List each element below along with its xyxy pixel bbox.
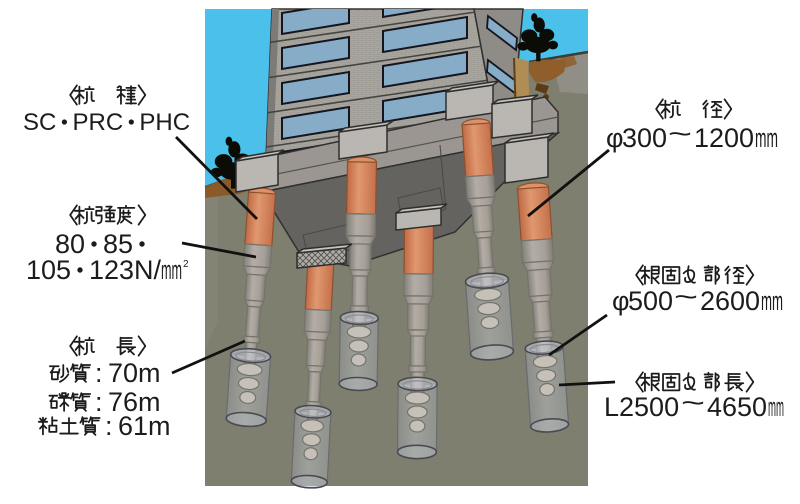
- svg-text:2: 2: [183, 259, 189, 270]
- svg-text:mm: mm: [761, 286, 783, 316]
- svg-text:L2500: L2500: [604, 392, 679, 422]
- svg-text:PRC: PRC: [73, 109, 124, 136]
- svg-text:φ: φ: [612, 286, 630, 316]
- svg-text:123N/: 123N/: [89, 255, 162, 285]
- svg-text:80: 80: [55, 229, 85, 259]
- svg-text:2600: 2600: [700, 286, 760, 316]
- svg-text:mm: mm: [161, 255, 182, 285]
- svg-text::: :: [95, 387, 103, 417]
- svg-text:PHC: PHC: [139, 109, 190, 136]
- svg-text::: :: [105, 411, 113, 441]
- svg-text:~: ~: [674, 282, 698, 312]
- svg-text:1200: 1200: [694, 123, 754, 153]
- svg-text:105: 105: [26, 255, 71, 285]
- svg-text:4650: 4650: [707, 392, 767, 422]
- svg-text::: :: [95, 358, 103, 388]
- svg-text:mm: mm: [768, 392, 784, 422]
- svg-text:61m: 61m: [118, 411, 171, 441]
- svg-text:70m: 70m: [108, 358, 161, 388]
- svg-text:300: 300: [622, 123, 667, 153]
- svg-text:76m: 76m: [108, 387, 161, 417]
- svg-text:85: 85: [103, 229, 133, 259]
- svg-text:~: ~: [681, 388, 705, 418]
- svg-text:φ: φ: [606, 123, 624, 153]
- svg-text:~: ~: [668, 119, 692, 149]
- svg-text:500: 500: [628, 286, 673, 316]
- svg-text:mm: mm: [755, 123, 778, 153]
- svg-text:SC: SC: [23, 109, 56, 136]
